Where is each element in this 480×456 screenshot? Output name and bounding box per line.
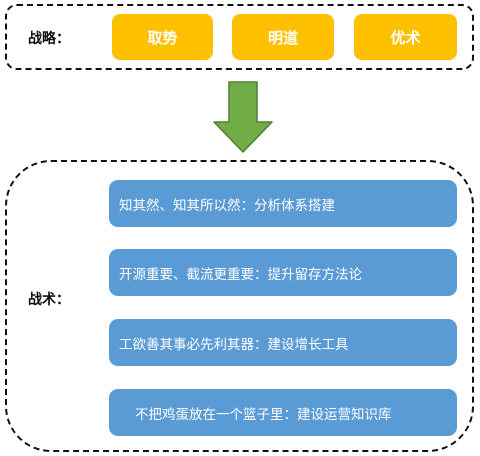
tactic-item-knowledge-base: 不把鸡蛋放在一个篮子里：建设运营知识库 xyxy=(109,389,457,436)
strategy-item-qushi: 取势 xyxy=(112,14,213,60)
tactic-item-analysis-system: 知其然、知其所以然：分析体系搭建 xyxy=(109,180,457,227)
tactics-group xyxy=(5,160,474,452)
strategy-item-mingdao: 明道 xyxy=(232,14,334,60)
strategy-item-youshu: 优术 xyxy=(354,14,457,60)
tactic-item-retention-method: 开源重要、截流更重要：提升留存方法论 xyxy=(109,249,457,296)
arrow-down-icon xyxy=(213,81,273,153)
tactic-item-growth-tools: 工欲善其事必先利其器：建设增长工具 xyxy=(109,319,457,366)
tactics-label: 战术： xyxy=(28,292,70,308)
strategy-label: 战略： xyxy=(28,31,70,47)
strategy-group xyxy=(5,4,474,70)
